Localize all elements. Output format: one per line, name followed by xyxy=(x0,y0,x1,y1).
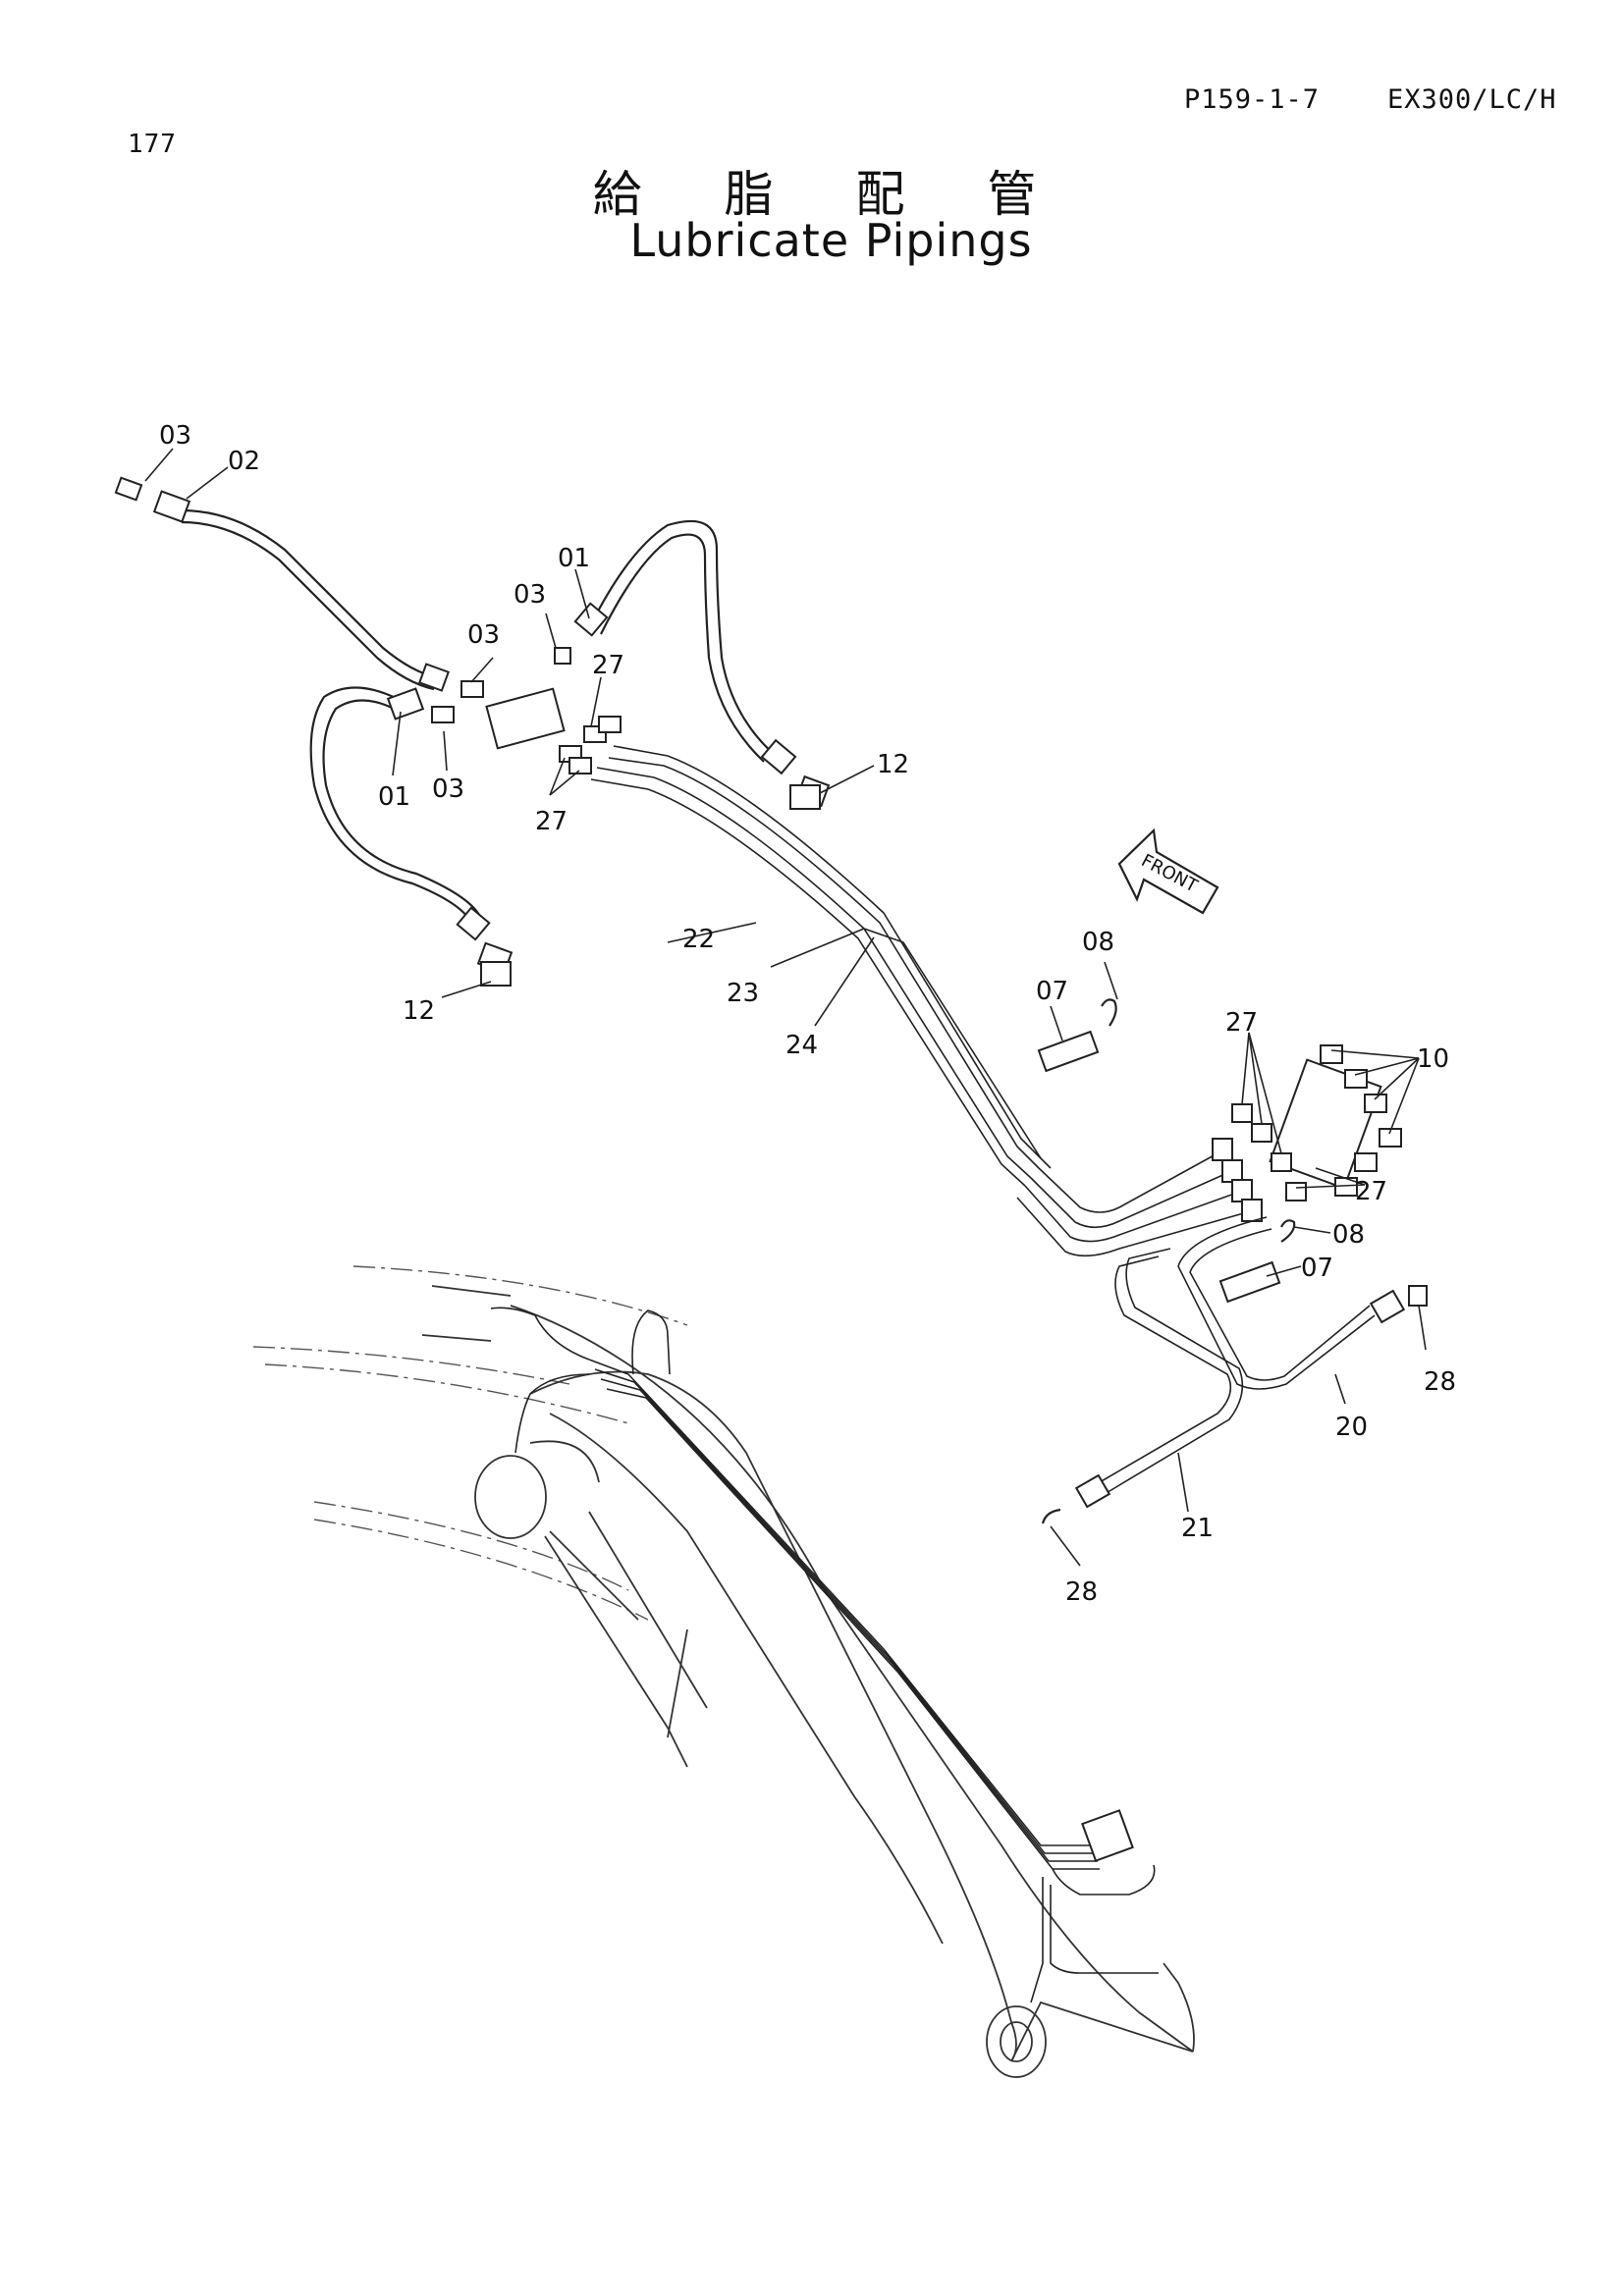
front-arrow: FRONT xyxy=(1117,828,1219,915)
callout-07: 07 xyxy=(1301,1254,1333,1283)
callout-28: 28 xyxy=(1065,1577,1098,1607)
page-number: 177 xyxy=(128,130,177,159)
main-pipes xyxy=(480,745,1428,1524)
callout-27: 27 xyxy=(1355,1177,1387,1206)
model-code: EX300/LC/H xyxy=(1387,84,1557,115)
front-arrow-label: FRONT xyxy=(1138,850,1202,897)
leader-lines xyxy=(144,448,1427,1567)
callout-03: 03 xyxy=(467,620,500,650)
callout-01: 01 xyxy=(378,782,410,812)
distribution-block xyxy=(1231,1044,1402,1201)
callout-23: 23 xyxy=(727,979,759,1008)
callout-21: 21 xyxy=(1181,1514,1214,1543)
reference-code: P159-1-7 xyxy=(1184,84,1321,115)
title-english: Lubricate Pipings xyxy=(629,214,1033,267)
callout-01: 01 xyxy=(558,544,590,573)
callout-03: 03 xyxy=(432,774,464,804)
callout-08: 08 xyxy=(1332,1220,1365,1250)
callout-02: 02 xyxy=(228,447,260,476)
callout-10: 10 xyxy=(1417,1044,1449,1074)
callout-22: 22 xyxy=(682,925,715,954)
callout-27: 27 xyxy=(592,651,624,680)
callout-27: 27 xyxy=(1225,1008,1258,1038)
title-japanese: 給 脂 配 管 xyxy=(592,166,1070,223)
callout-12: 12 xyxy=(877,750,909,779)
callout-03: 03 xyxy=(159,421,191,451)
callout-08: 08 xyxy=(1082,928,1114,957)
callout-27: 27 xyxy=(535,807,568,836)
callout-28: 28 xyxy=(1424,1367,1456,1397)
callout-24: 24 xyxy=(785,1031,818,1060)
callout-labels: 03 02 01 03 03 27 01 03 27 12 22 23 24 1… xyxy=(159,421,1456,1607)
boom-outline xyxy=(252,1265,1195,2078)
callout-12: 12 xyxy=(403,996,435,1026)
callout-20: 20 xyxy=(1335,1413,1368,1442)
upper-hoses xyxy=(114,476,831,975)
callout-07: 07 xyxy=(1036,977,1068,1006)
callout-03: 03 xyxy=(514,580,546,610)
